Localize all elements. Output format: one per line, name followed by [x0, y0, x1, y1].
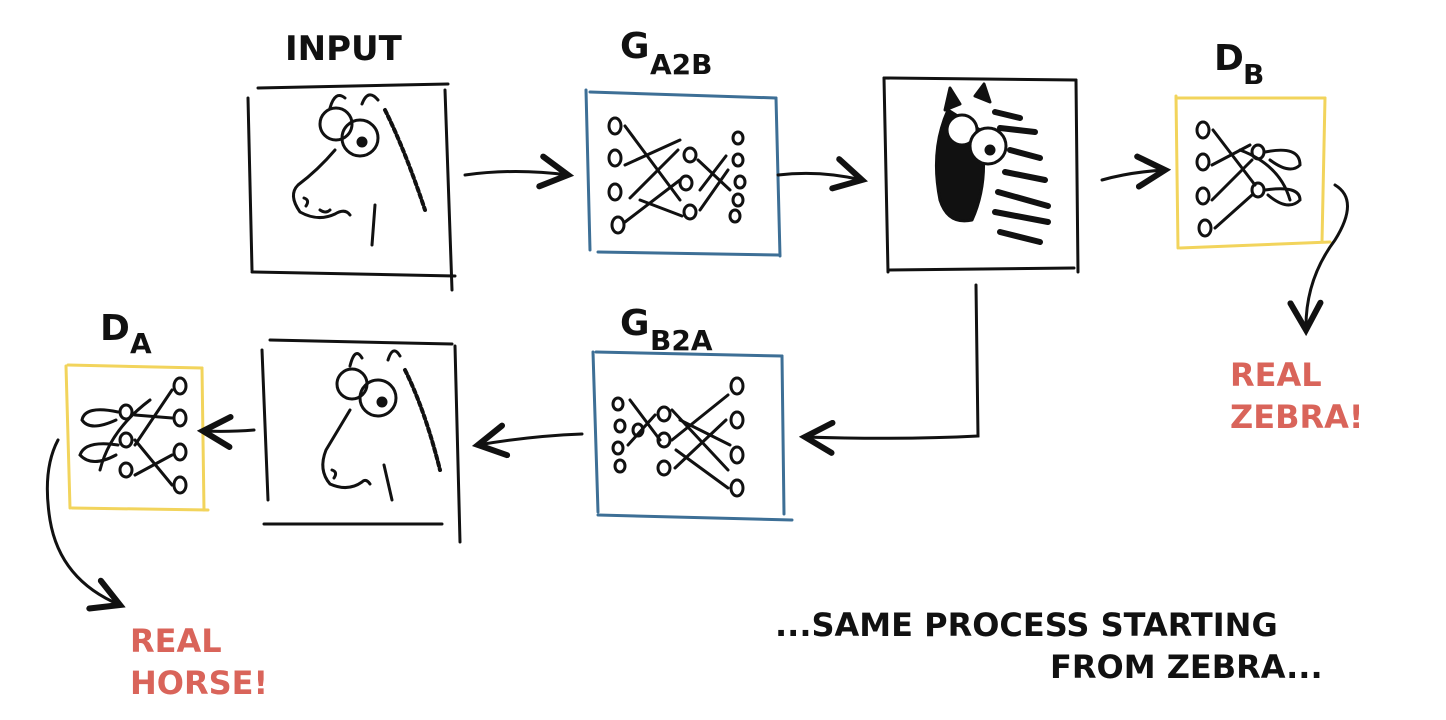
- process-note: ...SAME PROCESS STARTING FROM ZEBRA...: [775, 606, 1323, 686]
- flow-arrows: [45, 170, 1349, 605]
- input-label: INPUT: [285, 29, 403, 69]
- g-b2a-sub: B2A: [650, 324, 713, 357]
- g-a2b-main: G: [620, 26, 650, 67]
- arrow-g-a2b-to-zebra: [776, 173, 862, 180]
- d-a-main: D: [100, 308, 130, 349]
- arrow-zebra-to-g-b2a: [805, 283, 980, 438]
- zebra-drawing: [934, 82, 1051, 245]
- arrow-g-b2a-to-horse: [478, 434, 584, 445]
- discriminator-b-network: [1195, 120, 1302, 238]
- generator-a2b-title: G A2B: [620, 26, 713, 81]
- g-b2a-main: G: [620, 303, 650, 344]
- generator-a2b-frame: [584, 88, 782, 258]
- input-horse-drawing: [292, 93, 427, 247]
- g-a2b-sub: A2B: [650, 48, 713, 81]
- discriminator-b-frame: [1174, 94, 1332, 250]
- discriminator-b-title: D B: [1214, 38, 1264, 91]
- discriminator-a-frame: [64, 363, 210, 512]
- real-horse-verdict: REAL HORSE!: [130, 622, 268, 702]
- real-zebra-line1: REAL: [1230, 356, 1322, 394]
- zebra-output-frame: [882, 76, 1080, 274]
- real-zebra-line2: ZEBRA!: [1230, 398, 1363, 436]
- d-a-sub: A: [130, 327, 152, 360]
- d-b-sub: B: [1243, 58, 1264, 91]
- discriminator-a-title: D A: [100, 308, 152, 360]
- generator-b2a-title: G B2A: [620, 303, 713, 357]
- real-horse-line1: REAL: [130, 622, 222, 660]
- arrow-input-to-g-a2b: [463, 172, 568, 176]
- note-line2: FROM ZEBRA...: [1050, 648, 1323, 686]
- input-horse-frame: [246, 82, 457, 292]
- arrow-d-b-to-real-zebra: [1306, 183, 1349, 330]
- reconstructed-horse-frame: [260, 338, 462, 544]
- arrow-horse-to-d-a: [203, 430, 256, 431]
- arrow-zebra-to-d-b: [1100, 170, 1165, 180]
- reconstructed-horse-drawing: [321, 349, 442, 502]
- generator-b2a-frame: [591, 350, 794, 522]
- arrow-d-a-to-real-horse: [45, 438, 120, 605]
- generator-b2a-network: [611, 376, 745, 498]
- real-zebra-verdict: REAL ZEBRA!: [1230, 356, 1363, 436]
- discriminator-a-network: [78, 376, 188, 495]
- real-horse-line2: HORSE!: [130, 664, 268, 702]
- d-b-main: D: [1214, 38, 1244, 79]
- generator-a2b-network: [607, 116, 747, 235]
- note-line1: ...SAME PROCESS STARTING: [775, 606, 1278, 644]
